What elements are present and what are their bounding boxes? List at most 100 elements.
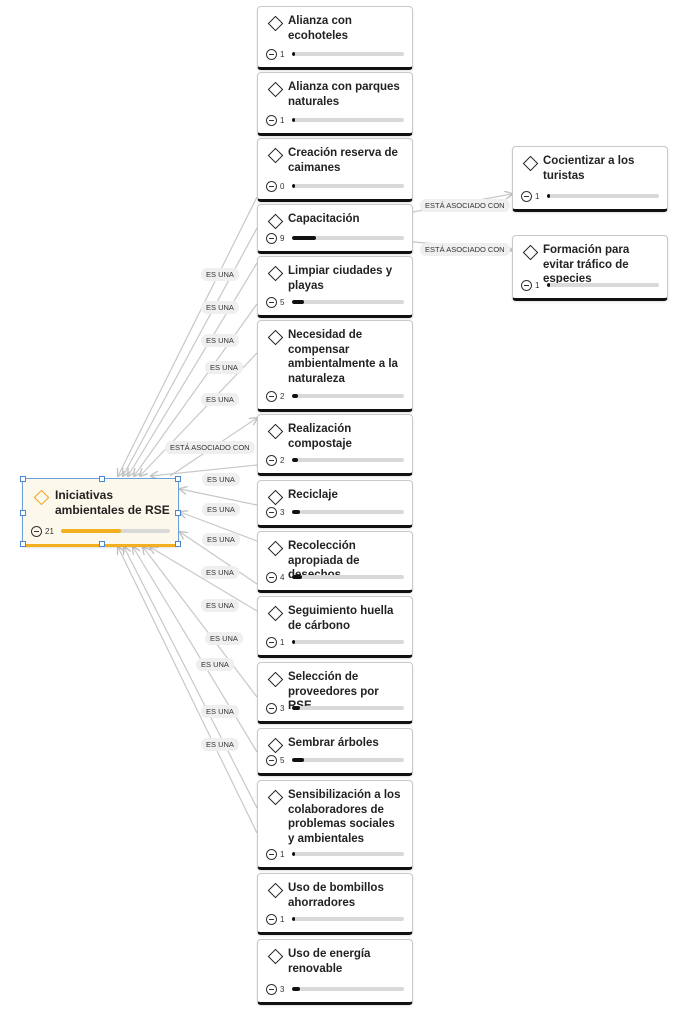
count-circle-icon — [266, 572, 277, 583]
node-card[interactable]: Reciclaje 3 — [257, 480, 413, 528]
node-card[interactable]: Realización compostaje 2 — [257, 414, 413, 476]
connection-line — [123, 227, 258, 476]
count-circle-icon — [266, 181, 277, 192]
edge-label-es-una: ES UNA — [201, 301, 239, 314]
node-count: 1 — [280, 638, 285, 647]
edge-label-asociado: ESTÁ ASOCIADO CON — [420, 243, 510, 256]
node-meta: 2 — [266, 455, 404, 467]
resize-handle[interactable] — [175, 541, 181, 547]
node-card[interactable]: Sensibilización a los colaboradores de p… — [257, 780, 413, 870]
node-count: 5 — [280, 298, 285, 307]
connection-line — [133, 547, 258, 753]
count-circle-icon — [266, 637, 277, 648]
node-count: 3 — [280, 704, 285, 713]
progress-bar — [292, 917, 404, 921]
topic-diamond-icon — [267, 540, 284, 557]
count-circle-icon — [266, 755, 277, 766]
node-card[interactable]: Seguimiento huella de cárbono 1 — [257, 596, 413, 658]
edge-label-asociado: ESTÁ ASOCIADO CON — [420, 199, 510, 212]
node-card[interactable]: Alianza con parques naturales 1 — [257, 72, 413, 136]
node-card[interactable]: Selección de proveedores por RSE 3 — [257, 662, 413, 724]
progress-fill — [292, 575, 303, 579]
topic-diamond-icon — [267, 423, 284, 440]
resize-handle[interactable] — [99, 476, 105, 482]
node-card[interactable]: Creación reserva de caimanes 0 — [257, 138, 413, 202]
node-card[interactable]: Uso de energía renovable 3 — [257, 939, 413, 1005]
side-node-card[interactable]: Cocientizar a los turistas 1 — [512, 146, 668, 212]
edge-label-es-una: ES UNA — [205, 361, 243, 374]
node-count: 3 — [280, 508, 285, 517]
root-progress-bar — [61, 529, 170, 533]
node-meta: 5 — [266, 755, 404, 767]
node-title: Capacitación — [288, 213, 360, 225]
progress-bar — [292, 852, 404, 856]
edge-label-es-una: ES UNA — [205, 632, 243, 645]
root-node-card[interactable]: Iniciativas ambientales de RSE 21 — [20, 476, 181, 547]
progress-bar — [292, 640, 404, 644]
node-count: 3 — [280, 985, 285, 994]
edge-label-es-una: ES UNA — [196, 658, 234, 671]
count-circle-icon — [266, 49, 277, 60]
progress-bar — [292, 458, 404, 462]
resize-handle[interactable] — [99, 541, 105, 547]
progress-fill — [292, 236, 316, 240]
node-count: 1 — [535, 192, 540, 201]
node-title: Alianza con ecohoteles — [288, 15, 352, 42]
edge-label-es-una: ES UNA — [201, 705, 239, 718]
node-title: Formación para evitar tráfico de especie… — [543, 244, 630, 285]
node-count: 9 — [280, 234, 285, 243]
node-meta: 0 — [266, 181, 404, 193]
count-circle-icon — [266, 984, 277, 995]
node-meta: 1 — [266, 914, 404, 926]
count-circle-icon — [266, 703, 277, 714]
node-card[interactable]: Alianza con ecohoteles 1 — [257, 6, 413, 70]
node-card[interactable]: Limpiar ciudades y playas 5 — [257, 256, 413, 318]
progress-fill — [292, 640, 295, 644]
topic-diamond-icon — [267, 147, 284, 164]
progress-fill — [292, 458, 298, 462]
node-count: 2 — [280, 392, 285, 401]
node-card[interactable]: Necesidad de compensar ambientalmente a … — [257, 320, 413, 412]
progress-fill — [292, 184, 295, 188]
root-node-meta: 21 — [31, 526, 170, 538]
connection-line — [124, 547, 258, 809]
node-title: Sembrar árboles — [288, 737, 379, 749]
count-circle-icon — [266, 391, 277, 402]
edge-label-es-una: ES UNA — [201, 566, 239, 579]
resize-handle[interactable] — [175, 476, 181, 482]
resize-handle[interactable] — [20, 476, 26, 482]
topic-diamond-icon — [522, 155, 539, 172]
node-title: Uso de energía renovable — [288, 948, 371, 975]
topic-diamond-icon — [267, 671, 284, 688]
progress-bar — [292, 987, 404, 991]
node-count: 2 — [280, 456, 285, 465]
node-card[interactable]: Recolección apropiada de desechos 4 — [257, 531, 413, 593]
edge-label-es-una: ES UNA — [201, 268, 239, 281]
progress-bar — [547, 194, 659, 198]
topic-diamond-icon — [267, 489, 284, 506]
node-card[interactable]: Sembrar árboles 5 — [257, 728, 413, 776]
count-circle-icon — [31, 526, 42, 537]
resize-handle[interactable] — [175, 510, 181, 516]
node-meta: 3 — [266, 507, 404, 519]
node-count: 5 — [280, 756, 285, 765]
node-meta: 1 — [266, 115, 404, 127]
topic-diamond-icon — [267, 81, 284, 98]
topic-diamond-icon — [33, 489, 50, 506]
topic-diamond-icon — [267, 15, 284, 32]
node-card[interactable]: Capacitación 9 — [257, 204, 413, 254]
progress-bar — [292, 510, 404, 514]
node-card[interactable]: Uso de bombillos ahorradores 1 — [257, 873, 413, 935]
edge-label-es-una: ES UNA — [202, 533, 240, 546]
edge-label-es-una: ES UNA — [202, 473, 240, 486]
resize-handle[interactable] — [20, 510, 26, 516]
progress-fill — [292, 394, 298, 398]
resize-handle[interactable] — [20, 541, 26, 547]
node-title: Alianza con parques naturales — [288, 81, 400, 108]
node-count: 1 — [280, 116, 285, 125]
topic-diamond-icon — [267, 213, 284, 230]
count-circle-icon — [266, 115, 277, 126]
side-node-card[interactable]: Formación para evitar tráfico de especie… — [512, 235, 668, 301]
node-meta: 1 — [266, 637, 404, 649]
